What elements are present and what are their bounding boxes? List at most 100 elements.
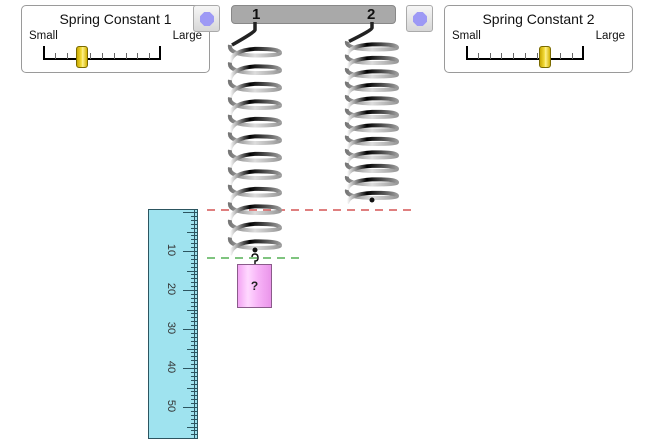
slider-end-mark — [466, 46, 468, 60]
spring-2-toggle-button[interactable] — [406, 5, 433, 32]
slider-max-label: Large — [595, 30, 625, 42]
slider-max-label: Large — [172, 30, 202, 42]
spring-constant-1-panel: Spring Constant 1 Small Large — [21, 5, 210, 73]
slider-tick — [54, 53, 56, 59]
ruler-tick — [183, 212, 197, 213]
spring-coil-back — [345, 177, 399, 191]
spring-coil-front — [344, 94, 399, 106]
ruler-tick — [187, 231, 197, 233]
slider-end-mark — [582, 46, 584, 60]
ruler-tick — [183, 329, 197, 330]
mystery-mass[interactable]: ? — [237, 264, 272, 308]
slider-thumb[interactable] — [75, 46, 88, 68]
spring-coil-back — [345, 55, 399, 70]
spring-coil-back — [345, 109, 399, 124]
spring-constant-2-slider[interactable] — [466, 46, 584, 68]
spring-constant-1-slider[interactable] — [43, 46, 161, 68]
slider-tick — [125, 53, 127, 59]
slider-tick — [102, 53, 103, 59]
ruler-tick — [187, 426, 197, 428]
spring-2-label: 2 — [367, 6, 376, 23]
spring-1-toggle-button[interactable] — [193, 5, 220, 32]
spring-coil-front — [227, 132, 282, 146]
ruler-tick — [183, 251, 197, 252]
spring-end-hook — [252, 247, 258, 253]
spring-coil-front — [227, 219, 282, 233]
slider-track — [466, 58, 584, 60]
slider-tick — [572, 53, 574, 59]
panel-title: Spring Constant 1 — [59, 11, 172, 27]
spring-coil-front — [227, 114, 282, 128]
spring-coil-front — [344, 108, 399, 120]
spring-coil-back — [228, 134, 282, 151]
slider-tick — [90, 53, 92, 59]
slider-tick — [137, 53, 139, 59]
spring-coil-back — [228, 64, 282, 81]
ruler-tick — [183, 290, 197, 291]
spring-coil-back — [228, 46, 282, 64]
spring-coil-front — [227, 79, 282, 93]
spring-coil-back — [345, 150, 399, 164]
spring-coil-front — [344, 40, 399, 52]
spring-coil-back — [228, 239, 282, 256]
spring-top-hook — [348, 22, 374, 43]
slider-min-label: Small — [29, 30, 58, 42]
slider-tick — [113, 53, 115, 59]
ruler-tick — [187, 270, 197, 272]
octagon-icon — [413, 12, 427, 26]
ruler-tick — [183, 368, 197, 369]
spring-coil-back — [228, 99, 282, 116]
spring-top-hook — [231, 22, 257, 47]
spring-coil-front — [344, 162, 399, 174]
spring-coil-front — [344, 67, 399, 79]
spring-coil-back — [228, 221, 282, 239]
spring-coil-front — [227, 184, 282, 198]
spring-2 — [344, 22, 399, 205]
ruler-spine — [194, 210, 195, 438]
spring-coil-back — [228, 186, 282, 204]
spring-1-label: 1 — [252, 6, 261, 23]
ruler-tick — [187, 309, 197, 311]
slider-tick — [560, 53, 562, 59]
spring-end-hook — [369, 197, 375, 203]
octagon-icon — [200, 12, 214, 26]
mass-hook — [251, 253, 259, 265]
slider-track — [43, 58, 161, 60]
spring-coil-back — [228, 169, 282, 186]
spring-coil-front — [227, 97, 282, 111]
slider-tick — [501, 53, 503, 59]
spring-coil-back — [345, 96, 399, 110]
slider-tick — [489, 53, 491, 59]
slider-end-mark — [43, 46, 45, 60]
spring-coil-back — [228, 81, 282, 99]
spring-coil-front — [227, 62, 282, 76]
spring-coil-back — [345, 123, 399, 137]
spring-coil-front — [227, 202, 282, 216]
ruler-tick — [183, 407, 197, 408]
spring-coil-front — [344, 175, 399, 187]
spring-coil-front — [227, 167, 282, 181]
spring-coil-back — [228, 151, 282, 169]
slider-tick — [149, 53, 151, 59]
slider-thumb[interactable] — [539, 46, 552, 68]
spring-coil-back — [345, 163, 399, 178]
spring-coil-front — [344, 148, 399, 160]
spring-coil-back — [345, 69, 399, 83]
spring-coil-front — [227, 44, 282, 58]
spring-coil-front — [344, 81, 399, 93]
spring-coil-back — [345, 136, 399, 151]
spring-coil-back — [228, 116, 282, 134]
slider-min-label: Small — [452, 30, 481, 42]
spring-coil-front — [227, 149, 282, 163]
spring-constant-2-panel: Spring Constant 2 Small Large — [444, 5, 633, 73]
spring-1 — [227, 22, 282, 265]
spring-coil-back — [345, 42, 399, 56]
spring-coil-back — [228, 204, 282, 221]
slider-end-mark — [159, 46, 161, 60]
spring-coil-front — [344, 135, 399, 147]
slider-tick — [525, 53, 526, 59]
slider-tick — [477, 53, 479, 59]
slider-tick — [66, 53, 68, 59]
